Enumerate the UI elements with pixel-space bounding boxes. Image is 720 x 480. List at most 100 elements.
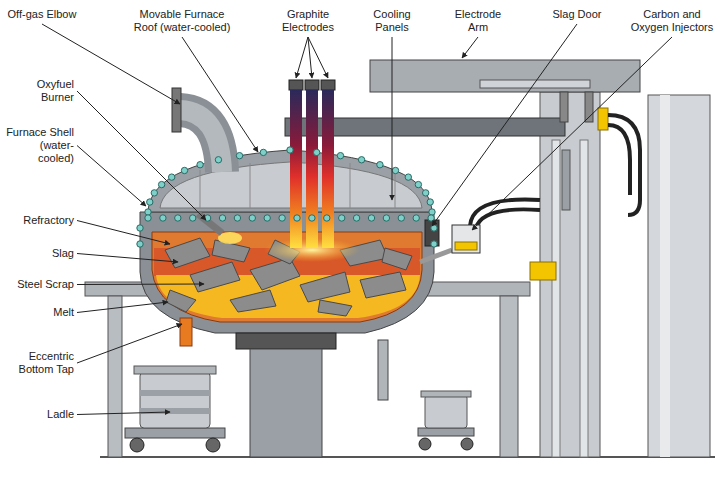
leader-line xyxy=(432,24,577,226)
cooling-dot xyxy=(279,215,285,221)
injector-part xyxy=(420,250,452,262)
cooling-dot xyxy=(413,215,419,221)
cooling-dot xyxy=(377,162,383,168)
cooling-dot xyxy=(294,215,300,221)
steel-scrap-part xyxy=(250,258,300,290)
bottom-tap-part xyxy=(180,318,192,346)
steel-scrap-part xyxy=(382,248,412,270)
cooling-dot xyxy=(427,199,433,205)
oxyfuel-burner-part xyxy=(218,232,242,244)
ladle-part xyxy=(419,438,431,450)
electrode-arm-part xyxy=(480,80,590,88)
furnace-roof-part xyxy=(200,170,201,208)
mast-part xyxy=(562,150,570,210)
ladle-part xyxy=(140,372,210,428)
cooling-dot xyxy=(168,174,174,180)
ladle-part xyxy=(140,408,210,414)
furnace-roof-part xyxy=(350,163,351,208)
leader-line xyxy=(77,254,178,263)
electrode-arm-part xyxy=(560,92,568,122)
cooling-dot xyxy=(429,209,435,215)
cooling-dot xyxy=(219,215,225,221)
electrode-arm xyxy=(285,60,640,136)
graphite-electrodes xyxy=(264,80,360,262)
pedestal xyxy=(236,333,388,457)
leader-line xyxy=(77,146,146,207)
off-gas-elbow-part xyxy=(180,110,222,172)
leader-line xyxy=(77,412,170,415)
cooling-dot xyxy=(145,215,151,221)
leader-line xyxy=(77,302,168,313)
frame-part xyxy=(500,296,518,457)
furnace-shell-part xyxy=(152,232,422,322)
part-label: Melt xyxy=(4,306,74,319)
part-label: Cooling Panels xyxy=(360,8,424,34)
part-label: Refractory xyxy=(4,214,74,227)
mast-part xyxy=(530,262,556,280)
cooling-dot xyxy=(405,174,411,180)
graphite-electrodes-part xyxy=(305,80,319,90)
graphite-electrodes-part xyxy=(321,80,335,90)
furnace-shell xyxy=(140,212,434,333)
cooling-dot xyxy=(215,157,221,163)
ladle-part xyxy=(134,366,216,374)
leader-line xyxy=(77,284,204,286)
cooling-dot xyxy=(197,162,203,168)
cooling-dot xyxy=(415,181,421,187)
part-label: Ladle xyxy=(4,408,74,421)
off-gas-elbow-part xyxy=(172,88,181,132)
cooling-dot xyxy=(181,167,187,173)
leader-line xyxy=(296,37,308,78)
furnace-roof-part xyxy=(395,172,396,208)
steel-scrap-part xyxy=(318,300,352,316)
cooling-dot xyxy=(158,181,164,187)
ladle-part xyxy=(418,428,474,436)
steel-scrap xyxy=(165,238,412,316)
steel-scrap-part xyxy=(360,272,406,298)
cooling-dot xyxy=(431,241,437,247)
cooling-dot xyxy=(337,152,343,158)
cooling-dot xyxy=(234,215,240,221)
pedestal-part xyxy=(250,349,322,457)
mast xyxy=(530,92,640,457)
frame-part xyxy=(100,456,715,458)
cooling-dot xyxy=(428,215,434,221)
part-label: Off-gas Elbow xyxy=(6,8,78,21)
leader-line xyxy=(77,91,206,220)
cooling-dot xyxy=(309,215,315,221)
pedestal-part xyxy=(236,333,336,349)
mast-part xyxy=(608,125,630,195)
part-label: Oxyfuel Burner xyxy=(4,78,74,104)
furnace-shell-part xyxy=(140,212,434,333)
pillar-part xyxy=(660,95,670,457)
ladle xyxy=(125,366,474,452)
cooling-dot xyxy=(137,241,143,247)
cooling-dot xyxy=(392,167,398,173)
steel-scrap-part xyxy=(300,272,350,302)
cooling-dot xyxy=(264,215,270,221)
cooling-dot xyxy=(190,215,196,221)
graphite-electrodes-part xyxy=(306,90,318,248)
furnace-roof-part xyxy=(250,163,251,208)
part-label: Slag xyxy=(4,247,74,260)
mast-part xyxy=(580,140,588,457)
injector-part xyxy=(452,225,480,253)
electrode-arm-part xyxy=(370,60,640,92)
cooling-dot xyxy=(260,149,266,155)
ladle-part xyxy=(461,438,473,450)
cooling-dot xyxy=(339,215,345,221)
graphite-electrodes-part xyxy=(290,90,302,248)
cooling-dot xyxy=(175,215,181,221)
cooling-dot xyxy=(236,152,242,158)
cooling-dot xyxy=(422,190,428,196)
cooling-dot xyxy=(147,199,153,205)
pillar-part xyxy=(648,95,710,457)
leader-line xyxy=(392,37,393,200)
off-gas-elbow-part xyxy=(180,110,222,172)
steel-scrap-part xyxy=(166,290,196,312)
ladle-part xyxy=(421,391,471,397)
part-label: Eccentric Bottom Tap xyxy=(4,350,74,376)
